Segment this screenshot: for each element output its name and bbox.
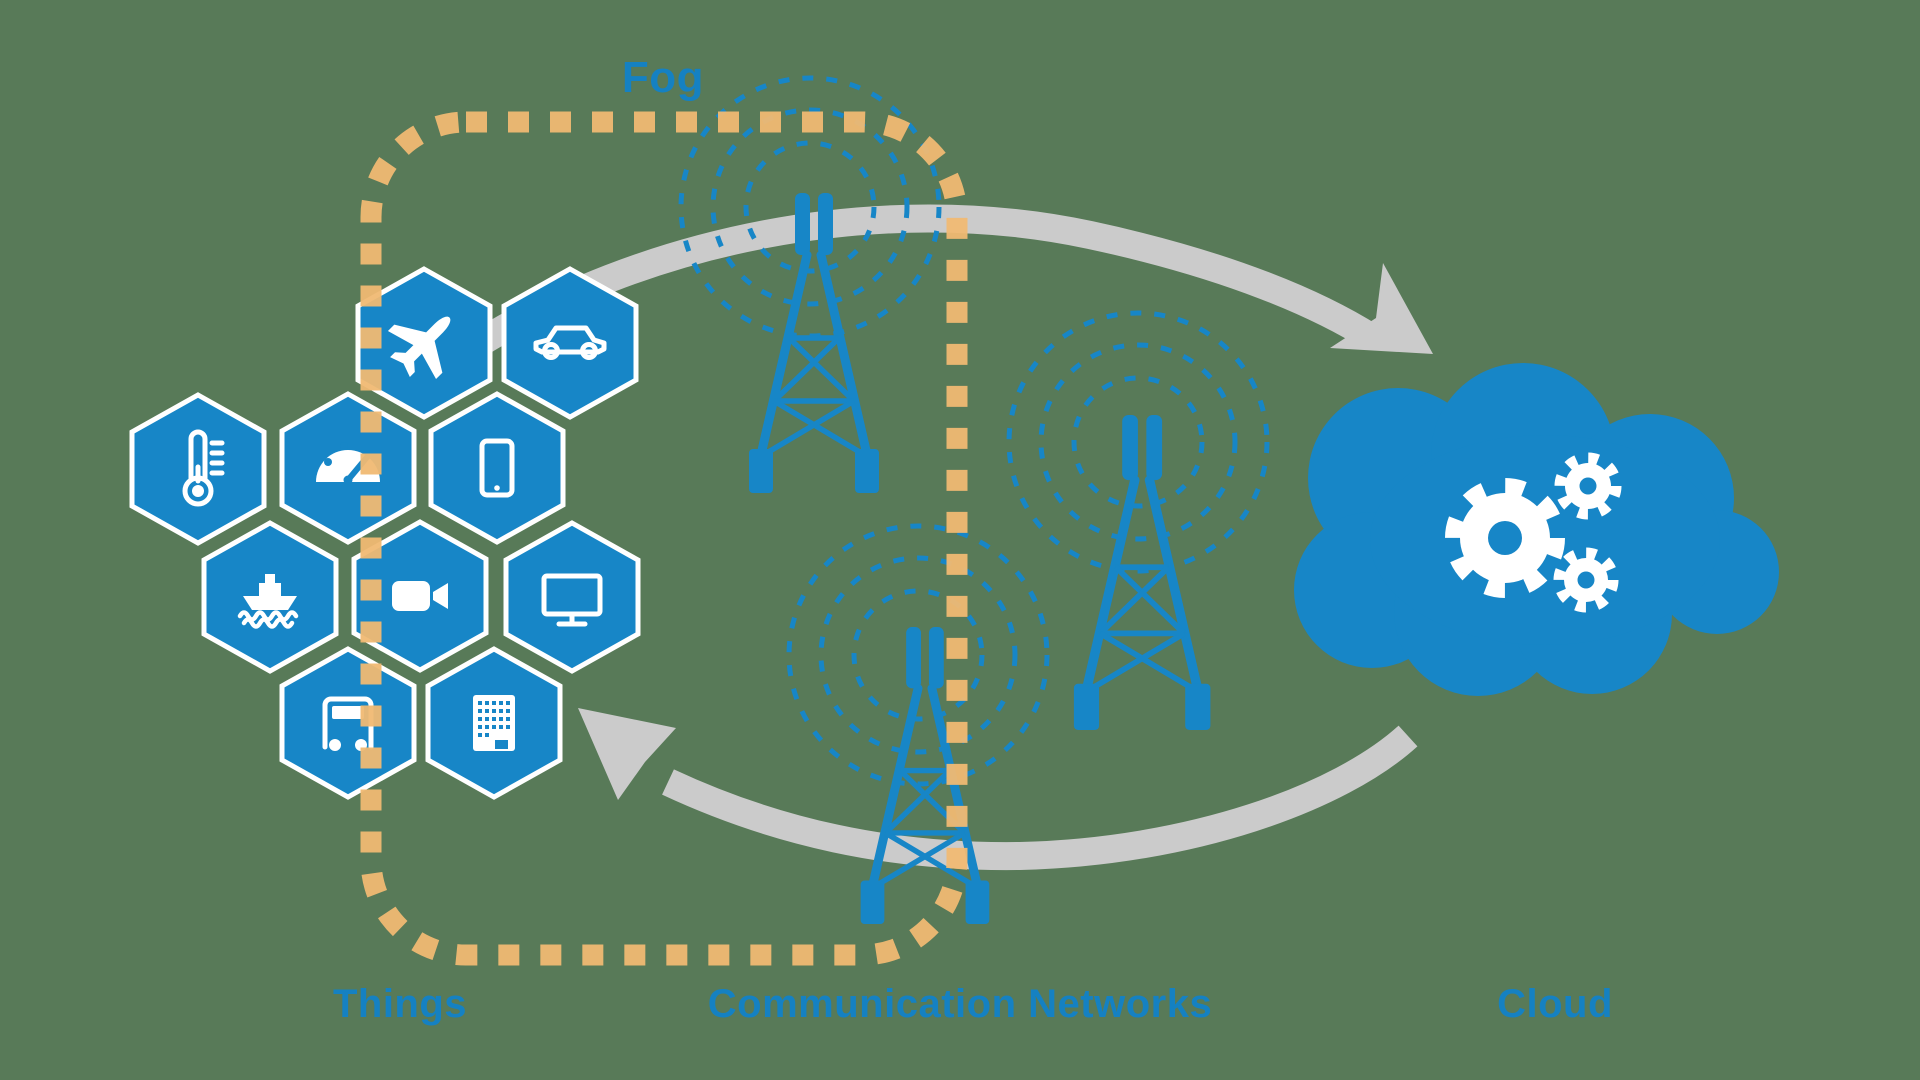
hex-airplane: [358, 269, 490, 417]
communication-networks-label: Communication Networks: [708, 982, 1212, 1026]
hex-speedometer: [282, 394, 414, 542]
ship-icon: [237, 574, 299, 629]
arrow-cloud-to-things: [578, 708, 1418, 871]
signal-rings-tower-2: [1009, 313, 1267, 571]
hex-building: [428, 649, 560, 797]
hex-video-camera: [354, 522, 486, 670]
hex-smartphone: [431, 394, 563, 542]
bus-icon: [322, 696, 374, 751]
smartphone-icon: [479, 438, 515, 498]
thermometer-icon: [182, 429, 225, 507]
fog-label: Fog: [622, 53, 704, 102]
hex-thermometer: [132, 395, 264, 543]
gear-small-top-icon: [1554, 452, 1622, 520]
hex-bus: [282, 649, 414, 797]
building-icon: [473, 695, 515, 751]
car-icon: [533, 325, 607, 360]
building-windows: [478, 701, 510, 749]
airplane-icon: [387, 316, 451, 380]
gear-small-bottom-icon: [1553, 547, 1619, 613]
gear-large-icon: [1445, 478, 1565, 598]
arrow-things-to-cloud: [464, 204, 1433, 360]
hex-ship: [204, 523, 336, 671]
monitor-icon: [541, 573, 603, 627]
cloud-label: Cloud: [1497, 982, 1613, 1026]
things-cluster: [132, 269, 638, 797]
things-label: Things: [333, 982, 467, 1026]
video-camera-icon: [392, 581, 448, 611]
hex-car: [504, 269, 636, 417]
hex-monitor: [506, 523, 638, 671]
cloud-shape: [1294, 363, 1779, 696]
fog-boundary: [360, 111, 968, 966]
